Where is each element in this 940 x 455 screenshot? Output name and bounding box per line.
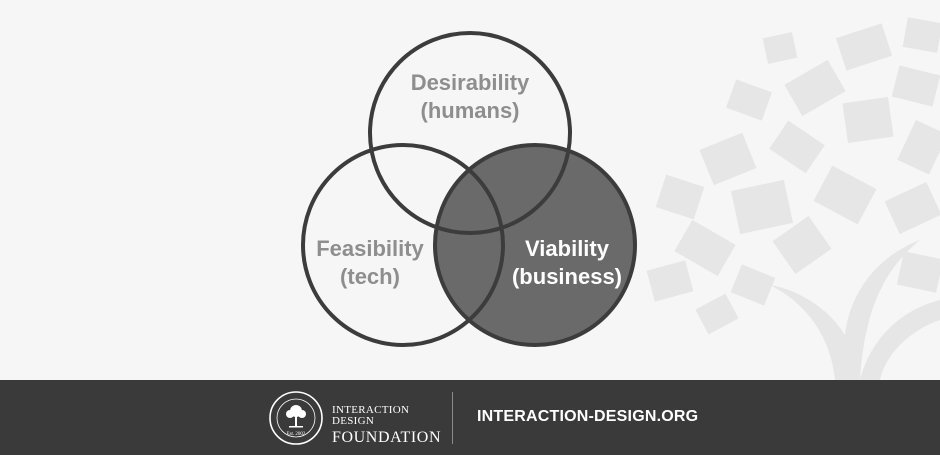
- viability-label-line1: Viability: [525, 236, 610, 261]
- seal-icon: Est. 2002: [269, 391, 323, 445]
- seal-est-text: Est. 2002: [287, 432, 306, 437]
- feasibility-label-line1: Feasibility: [316, 236, 424, 261]
- feasibility-circle: [301, 143, 505, 347]
- footer-bar: Est. 2002 INTERACTION DESIGN FOUNDATION …: [0, 380, 940, 455]
- diagram-canvas: Desirability (humans) Feasibility (tech)…: [301, 17, 940, 380]
- venn-diagram: Desirability (humans) Feasibility (tech)…: [301, 17, 940, 380]
- logo-line1: INTERACTION DESIGN: [332, 404, 410, 427]
- tree-watermark-icon: [646, 17, 940, 380]
- logo-text: INTERACTION DESIGN FOUNDATION: [332, 405, 441, 446]
- desirability-label-line2: (humans): [421, 98, 520, 123]
- feasibility-label-line2: (tech): [340, 264, 400, 289]
- viability-label-line2: (business): [512, 264, 622, 289]
- desirability-label-line1: Desirability: [411, 70, 530, 95]
- viability-circle: [433, 143, 637, 347]
- website-link[interactable]: INTERACTION-DESIGN.ORG: [477, 408, 699, 425]
- desirability-circle: [368, 31, 572, 235]
- idf-logo[interactable]: Est. 2002 INTERACTION DESIGN FOUNDATION: [268, 391, 441, 446]
- footer-divider: [452, 392, 453, 444]
- logo-line2: FOUNDATION: [332, 429, 442, 446]
